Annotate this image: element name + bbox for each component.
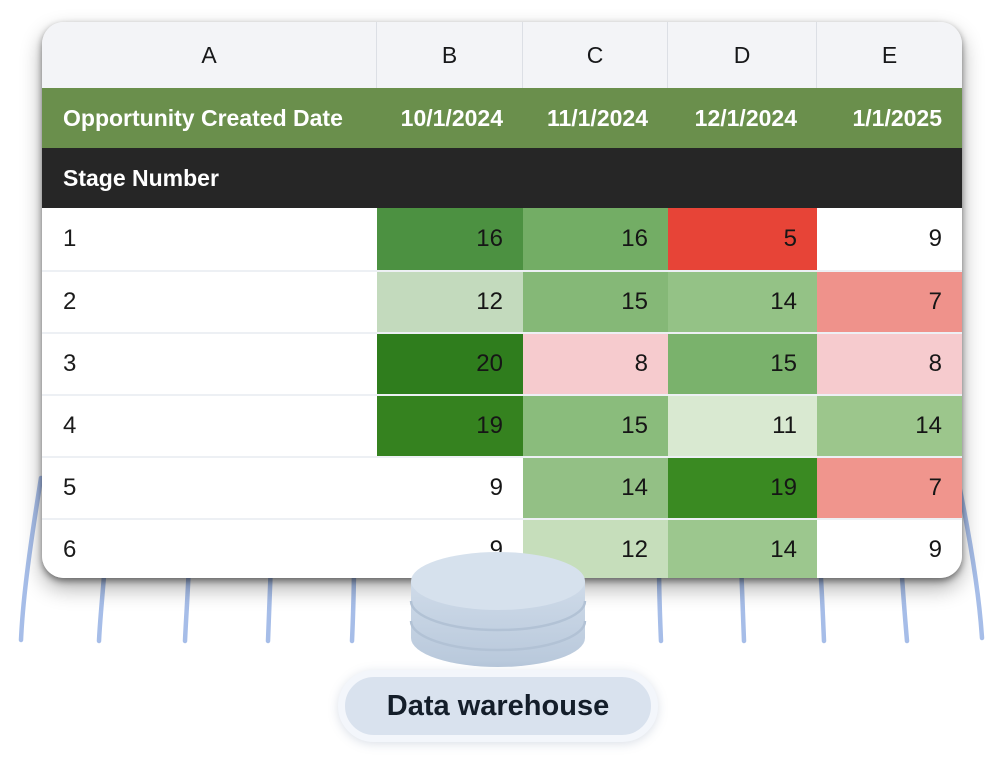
cell-e4[interactable]: 14 bbox=[817, 396, 962, 456]
column-header-d[interactable]: D bbox=[668, 22, 817, 88]
date-cell-e[interactable]: 1/1/2025 bbox=[852, 104, 942, 131]
cell-c4[interactable]: 15 bbox=[523, 396, 668, 456]
date-cell-d[interactable]: 12/1/2024 bbox=[694, 104, 797, 131]
stage-number-label: Stage Number bbox=[63, 164, 219, 191]
table-row-1: 1 16 16 5 9 bbox=[42, 208, 962, 270]
row-label-2[interactable]: 2 bbox=[42, 272, 377, 332]
thread-line bbox=[955, 477, 985, 641]
cell-e6[interactable]: 9 bbox=[817, 520, 962, 578]
row-label-1[interactable]: 1 bbox=[42, 208, 377, 270]
row-label-3[interactable]: 3 bbox=[42, 334, 377, 394]
cell-e5[interactable]: 7 bbox=[817, 458, 962, 518]
column-header-e[interactable]: E bbox=[881, 41, 898, 68]
column-letter-header: A B C D E bbox=[42, 22, 962, 88]
data-warehouse-button[interactable]: Data warehouse bbox=[338, 670, 658, 742]
cell-b4[interactable]: 19 bbox=[377, 396, 523, 456]
thread-line bbox=[18, 475, 44, 643]
column-header-c[interactable]: C bbox=[523, 22, 668, 88]
cell-c5[interactable]: 14 bbox=[523, 458, 668, 518]
cell-c1[interactable]: 16 bbox=[523, 208, 668, 270]
cell-e3[interactable]: 8 bbox=[817, 334, 962, 394]
cell-d6[interactable]: 14 bbox=[668, 520, 817, 578]
opportunity-created-date-label[interactable]: Opportunity Created Date bbox=[63, 104, 343, 131]
data-warehouse-label: Data warehouse bbox=[386, 689, 610, 722]
date-cell-b[interactable]: 10/1/2024 bbox=[400, 104, 503, 131]
table-row-3: 3 20 8 15 8 bbox=[42, 332, 962, 394]
cell-d1[interactable]: 5 bbox=[668, 208, 817, 270]
cell-e1[interactable]: 9 bbox=[817, 208, 962, 270]
cell-b5[interactable]: 9 bbox=[377, 458, 523, 518]
row-label-4[interactable]: 4 bbox=[42, 396, 377, 456]
table-row-2: 2 12 15 14 7 bbox=[42, 270, 962, 332]
table-row-6: 6 9 12 14 9 bbox=[42, 518, 962, 578]
table-row-5: 5 9 14 19 7 bbox=[42, 456, 962, 518]
cell-d3[interactable]: 15 bbox=[668, 334, 817, 394]
date-header-row: Opportunity Created Date 10/1/2024 11/1/… bbox=[42, 88, 962, 148]
cell-c6[interactable]: 12 bbox=[523, 520, 668, 578]
cell-c2[interactable]: 15 bbox=[523, 272, 668, 332]
database-cylinder-icon bbox=[409, 552, 587, 667]
cell-d2[interactable]: 14 bbox=[668, 272, 817, 332]
row-label-6[interactable]: 6 bbox=[42, 520, 377, 578]
cell-b2[interactable]: 12 bbox=[377, 272, 523, 332]
row-label-5[interactable]: 5 bbox=[42, 458, 377, 518]
table-row-4: 4 19 15 11 14 bbox=[42, 394, 962, 456]
date-cell-c[interactable]: 11/1/2024 bbox=[546, 104, 648, 131]
column-header-b[interactable]: B bbox=[377, 22, 523, 88]
cell-d5[interactable]: 19 bbox=[668, 458, 817, 518]
cell-b1[interactable]: 16 bbox=[377, 208, 523, 270]
cell-b3[interactable]: 20 bbox=[377, 334, 523, 394]
cell-e2[interactable]: 7 bbox=[817, 272, 962, 332]
column-header-a[interactable]: A bbox=[42, 22, 377, 88]
cell-d4[interactable]: 11 bbox=[668, 396, 817, 456]
spreadsheet-card: A B C D E Opportunity Created Date 10/1/… bbox=[42, 22, 962, 578]
cell-c3[interactable]: 8 bbox=[523, 334, 668, 394]
stage-number-row[interactable]: Stage Number bbox=[42, 148, 962, 208]
